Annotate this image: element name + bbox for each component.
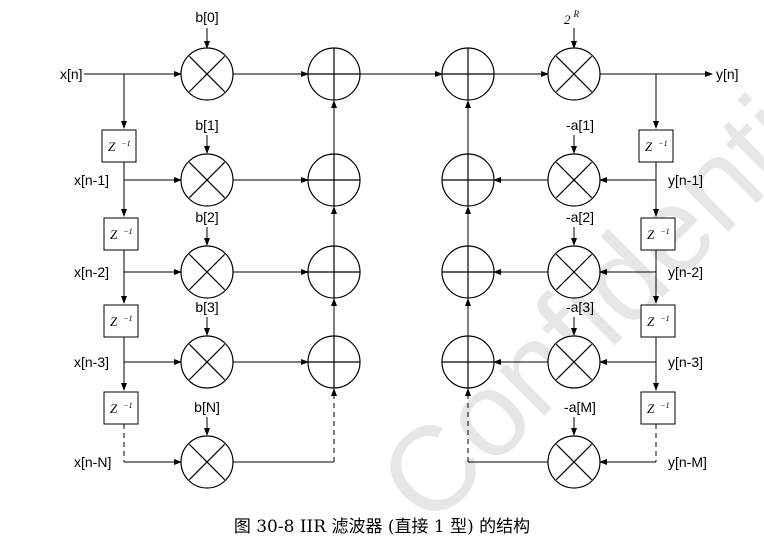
adder-ff-2: [307, 245, 361, 299]
multiplier-b1: [180, 153, 234, 207]
delay-y-3: Z−1: [640, 304, 676, 338]
svg-text:Z−1: Z−1: [647, 314, 670, 329]
coef-b2: b[2]: [195, 209, 218, 225]
delay-x-2: Z−1: [103, 217, 139, 251]
delay-x-3: Z−1: [103, 304, 139, 338]
multiplier-b0: [180, 47, 234, 101]
multiplier-b3: [180, 335, 234, 389]
adder-ff-3: [307, 335, 361, 389]
multiplier-gain: [547, 47, 601, 101]
delay-y-4: Z−1: [640, 391, 676, 425]
labels: x[n] b[0] x[n-1] b[1] x[n-2] b[2] x[n-3] b[3] x[…: [60, 9, 739, 470]
signal-yn-1: y[n-1]: [668, 172, 703, 188]
delay-y-1: Z−1: [638, 129, 674, 163]
svg-text:Z−1: Z−1: [647, 401, 670, 416]
coef-aM: -a[M]: [564, 399, 596, 415]
signal-yn-2: y[n-2]: [668, 264, 703, 280]
adder-fb-2: [441, 245, 495, 299]
svg-text:Z−1: Z−1: [645, 139, 668, 154]
svg-text:Z−1: Z−1: [647, 227, 670, 242]
multiplier-aM: [547, 435, 601, 489]
svg-text:Z−1: Z−1: [110, 227, 133, 242]
output-label: y[n]: [716, 66, 739, 82]
delay-x-4: Z−1: [103, 391, 139, 425]
svg-text:Z−1: Z−1: [110, 314, 133, 329]
multiplier-a1: [547, 153, 601, 207]
svg-text:Z−1: Z−1: [110, 401, 133, 416]
adder-ff-1: [307, 153, 361, 207]
svg-text:Z−1: Z−1: [108, 139, 131, 154]
delay-x-1: Z−1: [101, 129, 137, 163]
adder-fb-0: [441, 47, 495, 101]
coef-a3: -a[3]: [566, 299, 594, 315]
coef-a2: -a[2]: [566, 209, 594, 225]
signal-xn-2: x[n-2]: [74, 264, 109, 280]
coef-b1: b[1]: [195, 117, 218, 133]
input-label: x[n]: [60, 66, 83, 82]
multiplier-bN: [180, 435, 234, 489]
signal-wires: [84, 28, 713, 465]
coef-b0: b[0]: [195, 9, 218, 25]
nodes: Z−1Z−1Z−1Z−1Z−1Z−1Z−1Z−1: [101, 47, 676, 489]
adder-fb-3: [441, 335, 495, 389]
multiplier-a3: [547, 335, 601, 389]
coef-b3: b[3]: [195, 299, 218, 315]
delay-y-2: Z−1: [640, 217, 676, 251]
adder-fb-1: [441, 153, 495, 207]
signal-yn-M: y[n-M]: [668, 454, 707, 470]
figure-caption: 图 30-8 IIR 滤波器 (直接 1 型) 的结构: [234, 517, 530, 537]
signal-xn-N: x[n-N]: [74, 454, 111, 470]
signal-xn-1: x[n-1]: [74, 172, 109, 188]
multiplier-b2: [180, 245, 234, 299]
adder-ff-0: [307, 47, 361, 101]
multiplier-a2: [547, 245, 601, 299]
coef-bN: b[N]: [194, 399, 220, 415]
coef-a1: -a[1]: [566, 117, 594, 133]
signal-xn-3: x[n-3]: [74, 354, 109, 370]
signal-yn-3: y[n-3]: [668, 354, 703, 370]
